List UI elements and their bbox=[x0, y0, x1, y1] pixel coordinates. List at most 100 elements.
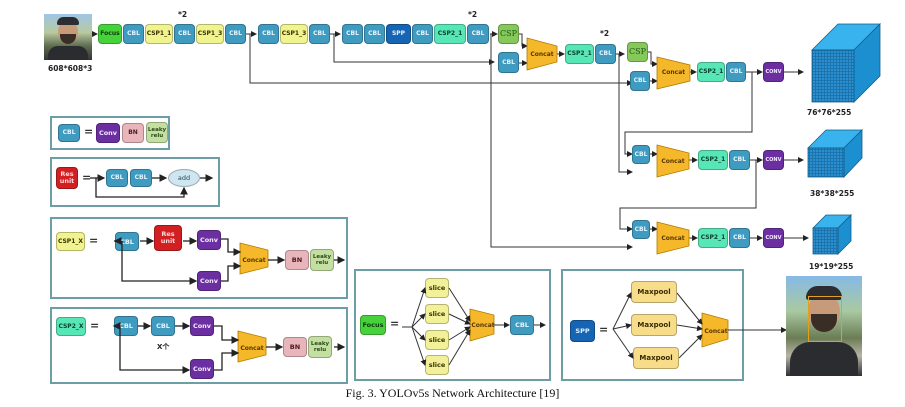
cbl-block: CBL bbox=[729, 150, 750, 170]
csp1-x-block: CSP1_X bbox=[56, 232, 85, 251]
leaky-relu-block: Leaky relu bbox=[310, 249, 334, 271]
output-tensor-19 bbox=[812, 214, 852, 255]
figure-caption: Fig. 3. YOLOv5s Network Architecture [19… bbox=[345, 386, 560, 400]
concat-label: Concat bbox=[661, 68, 686, 76]
repeat-note: X个 bbox=[157, 343, 170, 351]
legend-cbl-panel: CBL = Conv BN Leaky relu bbox=[50, 116, 170, 150]
csp2-1-block: CSP2_1 bbox=[434, 24, 466, 44]
cbl-block: CBL bbox=[630, 71, 650, 91]
jacket-shape bbox=[48, 46, 88, 60]
spp-block: SPP bbox=[386, 24, 411, 44]
maxpool-block: Maxpool bbox=[631, 281, 677, 303]
csp-block: CSP bbox=[627, 42, 648, 62]
cbl-block: CBL bbox=[729, 228, 750, 248]
spp-block: SPP bbox=[570, 320, 595, 342]
res-unit-connectors bbox=[90, 174, 214, 198]
cbl-block: CBL bbox=[412, 24, 433, 44]
cbl-block: CBL bbox=[106, 169, 128, 187]
focus-connectors bbox=[402, 287, 546, 366]
conv-block: CONV bbox=[763, 150, 784, 170]
route-to-scale3 bbox=[619, 160, 757, 232]
equals-sign: = bbox=[90, 319, 100, 332]
spp-connectors bbox=[612, 292, 729, 359]
cbl-block: CBL bbox=[364, 24, 385, 44]
equals-sign: = bbox=[89, 234, 99, 247]
csp2-1-block: CSP2_1 bbox=[697, 62, 725, 82]
cap-shape bbox=[57, 17, 79, 25]
arrow-csp-concat2 bbox=[648, 51, 658, 67]
cbl-block: CBL bbox=[123, 24, 144, 44]
skip-line-2 bbox=[333, 34, 495, 65]
concat-label: Concat bbox=[530, 50, 554, 58]
conv-block: Conv bbox=[197, 271, 221, 291]
slice-block: slice bbox=[425, 355, 449, 375]
cbl-block: CBL bbox=[632, 145, 650, 164]
route-to-scale2 bbox=[624, 72, 753, 157]
csp2-1-block: CSP2_1 bbox=[565, 44, 594, 64]
legend-csp2-x-panel: CSP2_X = CBL CBL X个 Conv Conv Concat BN … bbox=[50, 307, 348, 384]
concat-shape-1 bbox=[526, 37, 558, 71]
detection-box bbox=[808, 296, 842, 342]
csp1-3-block: CSP1_3 bbox=[280, 24, 308, 44]
focus-block: Focus bbox=[98, 24, 122, 44]
concat-label: Concat bbox=[661, 157, 685, 165]
input-photo bbox=[44, 14, 92, 60]
cbl-block: CBL bbox=[115, 232, 139, 251]
output-tensor-38 bbox=[807, 129, 863, 179]
output-size-label: 19*19*255 bbox=[809, 262, 854, 271]
repeat-label-2: *2 bbox=[468, 10, 478, 19]
concat-label: Concat bbox=[242, 256, 266, 264]
csp1-x-connectors bbox=[113, 237, 346, 285]
cbl-block: CBL bbox=[258, 24, 279, 44]
conv-block: CONV bbox=[763, 228, 784, 248]
concat-label: Concat bbox=[661, 234, 685, 242]
output-size-label: 76*76*255 bbox=[807, 108, 852, 117]
cbl-block: CBL bbox=[151, 316, 175, 336]
cbl-block: CBL bbox=[510, 315, 534, 335]
cbl-block: CBL bbox=[726, 62, 746, 82]
legend-spp-panel: SPP = Maxpool Maxpool Maxpool Concat bbox=[561, 269, 744, 381]
cbl-block: CBL bbox=[130, 169, 152, 187]
beard-shape bbox=[811, 314, 837, 332]
legend-focus-panel: Focus = slice slice slice slice Concat C… bbox=[354, 269, 551, 381]
leaky-relu-block: Leaky relu bbox=[308, 336, 332, 358]
cbl-block: CBL bbox=[58, 124, 80, 142]
jacket-shape bbox=[790, 342, 858, 376]
cbl-block: CBL bbox=[595, 44, 616, 64]
equals-sign: = bbox=[390, 317, 400, 330]
cbl-block: CBL bbox=[498, 52, 519, 73]
concat-label: Concat bbox=[240, 344, 264, 352]
leaky-relu-block: Leaky relu bbox=[146, 122, 168, 143]
conv-block: Conv bbox=[96, 123, 120, 143]
csp2-x-connectors bbox=[112, 322, 346, 374]
cbl-block: CBL bbox=[309, 24, 330, 44]
cbl-block: CBL bbox=[632, 220, 650, 239]
beard-shape bbox=[60, 34, 76, 44]
concat-shape-3 bbox=[656, 144, 690, 178]
concat-shape-4 bbox=[656, 221, 690, 255]
bn-block: BN bbox=[283, 337, 307, 357]
concat-label: Concat bbox=[471, 321, 495, 329]
equals-sign: = bbox=[82, 171, 92, 184]
focus-block: Focus bbox=[360, 315, 386, 335]
cbl-block: CBL bbox=[467, 24, 489, 44]
skip-line-1 bbox=[249, 34, 633, 86]
skip-line-4 bbox=[618, 54, 633, 175]
res-unit-block: Res unit bbox=[56, 167, 78, 189]
bn-block: BN bbox=[122, 123, 144, 143]
csp2-x-block: CSP2_X bbox=[56, 317, 86, 336]
detection-result-photo bbox=[786, 276, 862, 376]
csp1-3-block: CSP1_3 bbox=[196, 24, 224, 44]
concat-shape-2 bbox=[656, 56, 691, 90]
conv-block: Conv bbox=[190, 359, 214, 379]
conv-block: Conv bbox=[197, 230, 221, 250]
csp1-1-block: CSP1_1 bbox=[145, 24, 173, 44]
arrow-csp-concat1 bbox=[519, 33, 528, 49]
add-node: add bbox=[168, 169, 200, 187]
repeat-label-3: *2 bbox=[600, 29, 610, 38]
skip-line-3 bbox=[490, 34, 633, 250]
output-size-label: 38*38*255 bbox=[810, 189, 855, 198]
legend-res-unit-panel: Res unit = CBL CBL add bbox=[50, 157, 220, 207]
